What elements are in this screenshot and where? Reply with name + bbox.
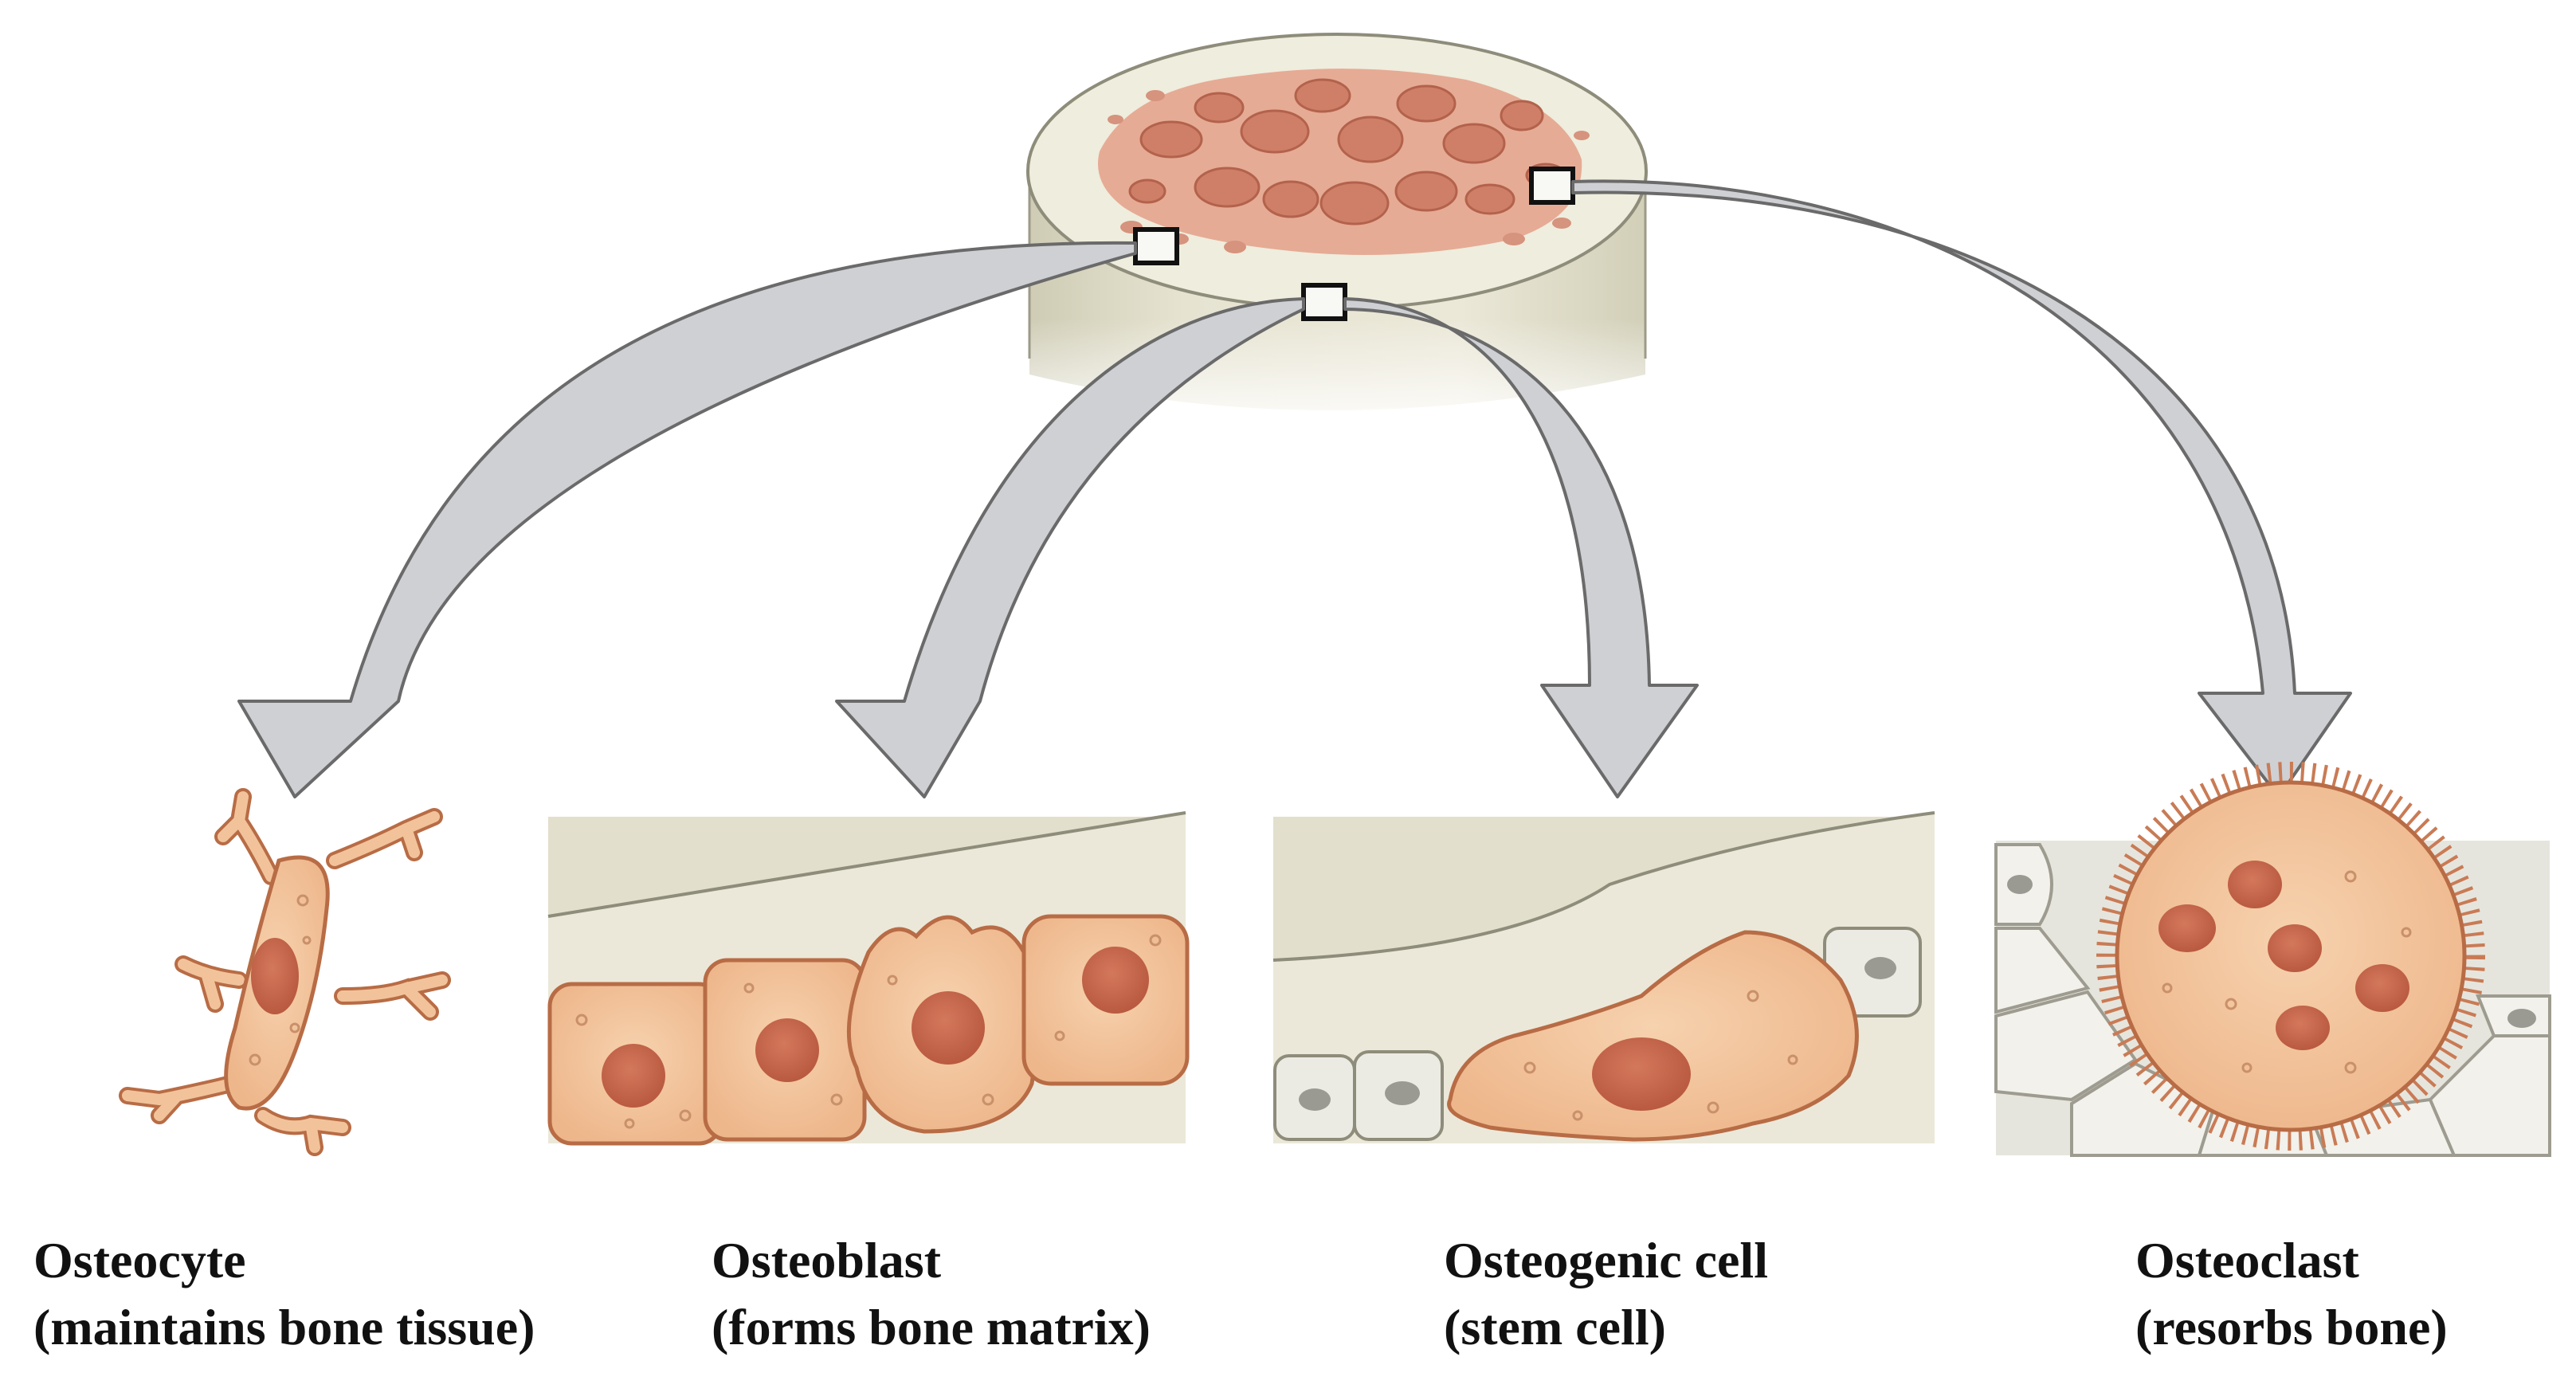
cell-function-osteoclast: (resorbs bone) [2135, 1299, 2448, 1355]
spongy-bone [1098, 69, 1590, 255]
osteogenic-cell-body [1447, 930, 1859, 1142]
arrow-to-osteogenic [1343, 297, 1699, 798]
sample-box-center [1301, 283, 1347, 321]
osteogenic-illustration [1272, 811, 1935, 1143]
cell-name-osteogenic: Osteogenic cell [1444, 1232, 1768, 1288]
sample-box-left [1133, 227, 1179, 265]
label-osteogenic: Osteogenic cell (stem cell) [1444, 1227, 1768, 1361]
cell-function-osteogenic: (stem cell) [1444, 1299, 1666, 1355]
cell-function-osteocyte: (maintains bone tissue) [33, 1299, 535, 1355]
osteoblast-illustration [547, 811, 1190, 1146]
cell-name-osteoclast: Osteoclast [2135, 1232, 2359, 1288]
cell-name-osteoblast: Osteoblast [712, 1232, 941, 1288]
osteogenic-nucleus [1592, 1037, 1691, 1111]
arrow-to-osteoblast [835, 297, 1305, 798]
label-osteocyte: Osteocyte (maintains bone tissue) [33, 1227, 535, 1361]
sample-box-right [1529, 167, 1575, 205]
osteoclast-ruffled-border [2096, 762, 2485, 1151]
arrows [237, 179, 2352, 798]
arrow-to-osteoclast [1571, 179, 2352, 798]
osteoclast-illustration [1994, 762, 2551, 1157]
osteocyte-nucleus [251, 938, 299, 1014]
osteocyte-illustration [119, 788, 451, 1156]
cell-function-osteoblast: (forms bone matrix) [712, 1299, 1151, 1355]
label-osteoclast: Osteoclast (resorbs bone) [2135, 1227, 2448, 1361]
osteoblast-nucleus [602, 1044, 665, 1108]
cell-name-osteocyte: Osteocyte [33, 1232, 246, 1288]
label-osteoblast: Osteoblast (forms bone matrix) [712, 1227, 1151, 1361]
arrow-to-osteocyte [237, 241, 1137, 798]
osteoclast-nucleus [2228, 861, 2282, 908]
